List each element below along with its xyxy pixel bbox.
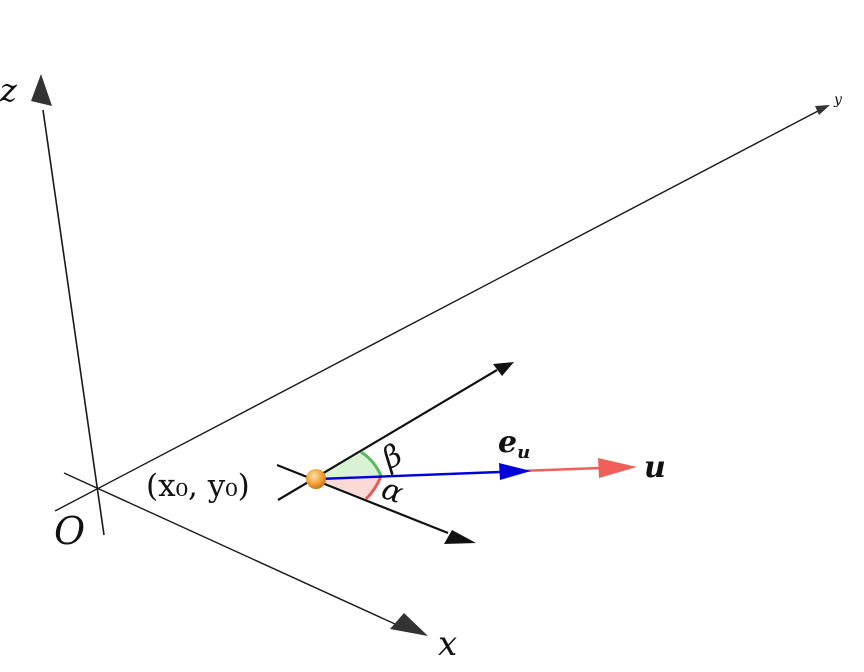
origin-label: O xyxy=(54,509,85,553)
vector-u xyxy=(519,458,637,478)
z-axis-label: z xyxy=(0,71,18,109)
z-axis xyxy=(31,74,105,536)
unit-vector-label-main: e xyxy=(498,425,517,460)
x-axis-label: x xyxy=(438,624,457,664)
unit-vector-eu xyxy=(317,463,531,481)
local-x-direction xyxy=(276,463,476,544)
unit-vector-label-sub: u xyxy=(517,442,530,463)
vector-u-arrowhead xyxy=(598,458,637,478)
alpha-angle-sector xyxy=(316,476,381,499)
point-marker xyxy=(306,469,326,489)
y-axis-label: y xyxy=(833,92,843,108)
x-axis xyxy=(63,472,428,636)
x-axis-arrowhead xyxy=(390,613,428,636)
y-axis-arrowhead xyxy=(815,105,830,115)
point-label: (x₀, y₀) xyxy=(146,468,250,504)
beta-angle-arc xyxy=(360,450,383,477)
beta-label: β xyxy=(376,437,409,477)
y-axis xyxy=(54,105,830,512)
vector-label: u xyxy=(644,450,666,485)
local-y-arrowhead xyxy=(493,362,514,376)
unit-vector-eu-arrowhead xyxy=(499,463,531,480)
unit-vector-label: eu xyxy=(498,425,530,463)
local-x-arrowhead xyxy=(444,530,476,544)
z-axis-arrowhead xyxy=(31,74,52,106)
beta-angle-sector xyxy=(316,452,381,479)
